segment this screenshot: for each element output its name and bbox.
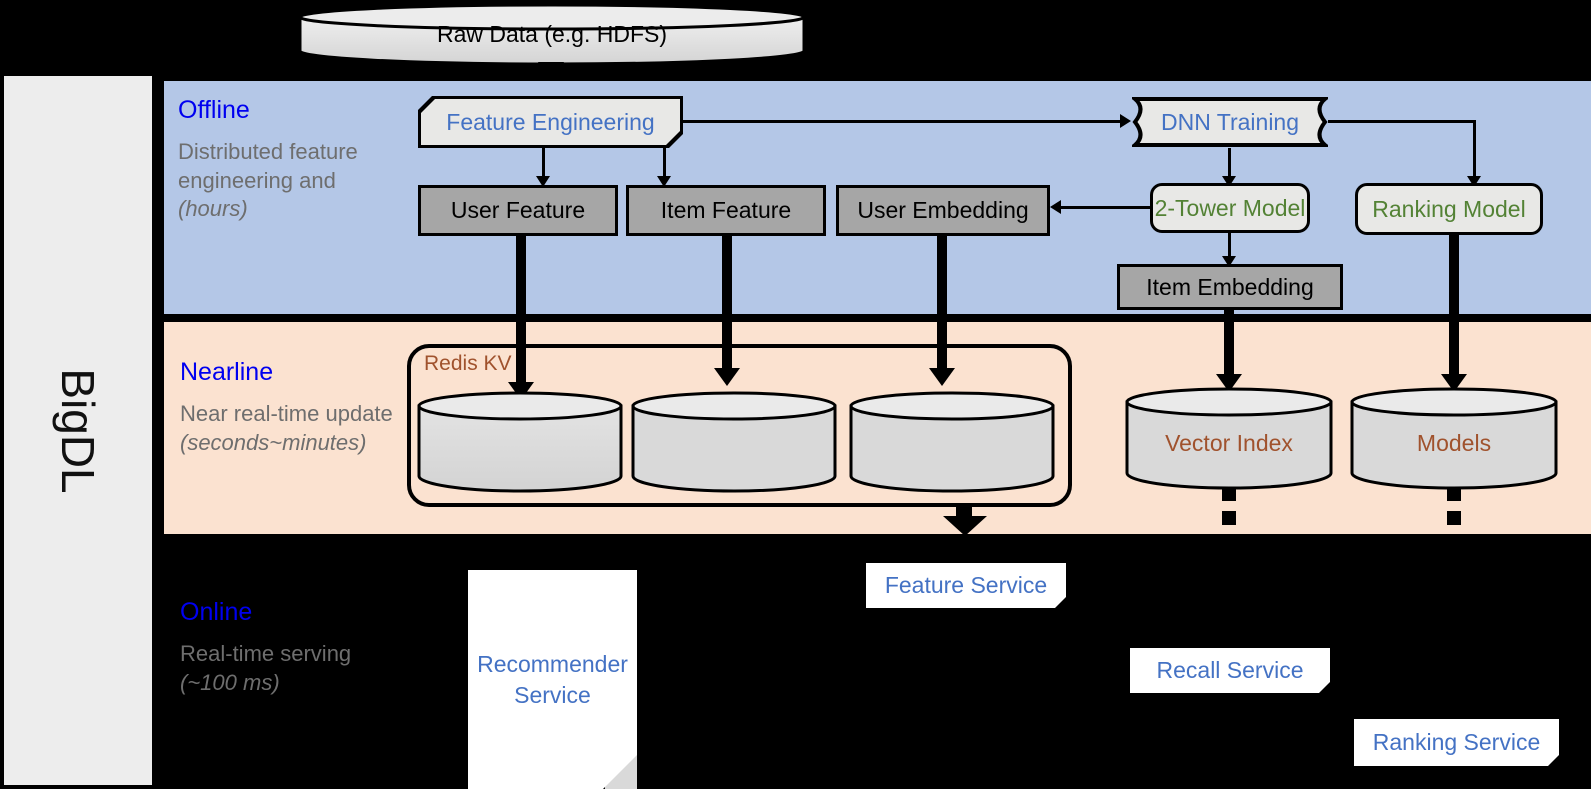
connector-vectorindex-recallservice-b (1222, 511, 1236, 525)
arrowhead-fe-dnn (1120, 114, 1131, 128)
models-label: Models (1416, 430, 1492, 456)
dnn-training-label: DNN Training (1160, 108, 1300, 135)
user-embedding-node[interactable]: User Embedding (836, 185, 1050, 236)
arrowhead-userembedding-store (929, 368, 955, 386)
connector-dnn-ranking-v (1473, 120, 1476, 178)
page-fold-icon (1319, 682, 1330, 693)
feature-engineering-node[interactable]: Feature Engineering (421, 99, 680, 145)
nearline-description-text: Near real-time update (180, 401, 393, 426)
pipe-rankingmodel-models (1449, 235, 1459, 380)
ranking-model-node[interactable]: Ranking Model (1355, 183, 1543, 235)
connector-dnn-twotower (1228, 148, 1231, 178)
arrowhead-redis-featureservice (943, 516, 987, 536)
feature-service-label: Feature Service (866, 563, 1066, 608)
ranking-service-label: Ranking Service (1354, 719, 1559, 766)
ranking-service-card[interactable]: Ranking Service (1354, 719, 1559, 766)
bigdl-label: BigDL (52, 367, 104, 494)
raw-data-cylinder: Raw Data (e.g. HDFS) (297, 3, 807, 65)
arrowhead-rawdata-fe (538, 62, 564, 80)
pipe-userfeature-store (516, 236, 526, 388)
nearline-title: Nearline (180, 358, 274, 386)
online-description: Real-time serving (~100 ms) (180, 640, 390, 697)
feature-service-card[interactable]: Feature Service (866, 563, 1066, 608)
offline-caption: Offline Distributed feature engineering … (178, 96, 388, 224)
connector-fe-dnn (683, 120, 1120, 123)
connector-vectorindex-recallservice-a (1222, 487, 1236, 501)
offline-description-text: Distributed feature engineering and (178, 139, 358, 193)
dnn-training-node[interactable]: DNN Training (1132, 96, 1328, 148)
offline-description: Distributed feature engineering and (hou… (178, 138, 388, 224)
user-feature-node[interactable]: User Feature (418, 185, 618, 236)
recommender-service-label: Recommender Service (468, 570, 637, 789)
vector-index-cylinder[interactable]: Vector Index (1124, 385, 1334, 491)
two-tower-model-node[interactable]: 2-Tower Model (1150, 183, 1310, 233)
recommender-service-card[interactable]: Recommender Service (468, 570, 637, 789)
redis-store-cylinder-2[interactable] (630, 390, 838, 494)
arrowhead-dnn-twotower (1222, 176, 1236, 187)
recall-service-label: Recall Service (1130, 648, 1330, 693)
connector-fe-userfeature (542, 148, 545, 178)
redis-kv-container (407, 344, 1072, 507)
arrowhead-twotower-userembedding (1050, 200, 1061, 214)
arrowhead-dnn-ranking (1467, 176, 1481, 187)
connector-models-rankingservice-a (1447, 487, 1461, 501)
nearline-caption: Nearline Near real-time update (seconds~… (180, 358, 420, 457)
connector-dnn-ranking-h (1328, 120, 1476, 123)
pipe-itemembedding-vectorindex (1224, 310, 1234, 380)
item-feature-node[interactable]: Item Feature (626, 185, 826, 236)
offline-description-emphasis: (hours) (178, 196, 248, 222)
nearline-description: Near real-time update (seconds~minutes) (180, 400, 420, 457)
online-caption: Online Real-time serving (~100 ms) (180, 598, 390, 697)
connector-twotower-itemembedding (1228, 233, 1231, 259)
models-cylinder[interactable]: Models (1349, 385, 1559, 491)
arrowhead-itemembedding-vectorindex (1216, 374, 1242, 392)
pipe-userembedding-store (937, 236, 947, 374)
redis-store-cylinder-1[interactable] (416, 390, 624, 494)
nearline-description-emphasis: (seconds~minutes) (180, 429, 367, 455)
arrowhead-rankingmodel-models (1441, 374, 1467, 392)
item-embedding-node[interactable]: Item Embedding (1117, 264, 1343, 310)
connector-models-rankingservice-b (1447, 511, 1461, 525)
arrowhead-fe-userfeature (536, 176, 550, 187)
pipe-itemfeature-store (722, 236, 732, 374)
page-fold-icon (1548, 755, 1559, 766)
vector-index-label: Vector Index (1165, 430, 1293, 456)
online-description-emphasis: (~100 ms) (180, 669, 280, 695)
redis-kv-label: Redis KV (424, 352, 512, 375)
online-description-text: Real-time serving (180, 641, 352, 666)
online-title: Online (180, 598, 253, 626)
offline-title: Offline (178, 96, 250, 124)
redis-store-cylinder-3[interactable] (848, 390, 1056, 494)
recall-service-card[interactable]: Recall Service (1130, 648, 1330, 693)
arrowhead-fe-itemfeature (657, 176, 671, 187)
bigdl-framework-rail: BigDL (4, 76, 152, 785)
connector-fe-itemfeature (663, 148, 666, 178)
connector-twotower-userembedding (1060, 206, 1152, 209)
page-fold-icon (1055, 597, 1066, 608)
arrowhead-twotower-itemembedding (1222, 256, 1236, 267)
raw-data-label: Raw Data (e.g. HDFS) (436, 21, 668, 47)
arrowhead-itemfeature-store (714, 368, 740, 386)
